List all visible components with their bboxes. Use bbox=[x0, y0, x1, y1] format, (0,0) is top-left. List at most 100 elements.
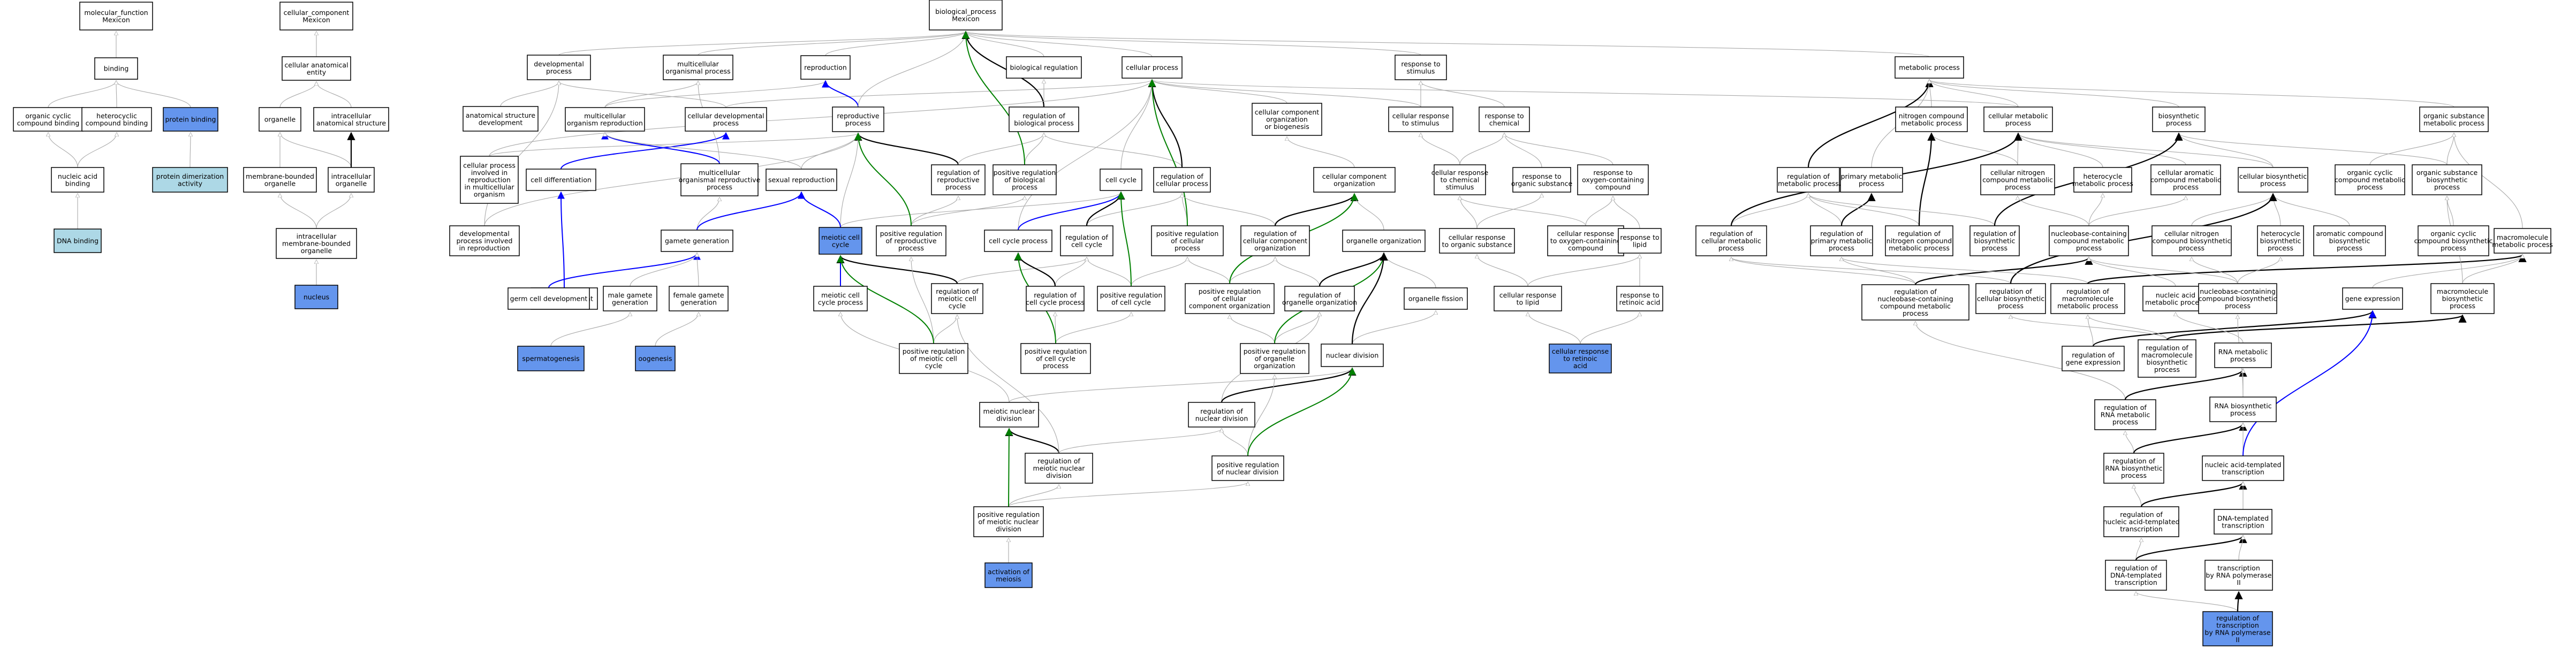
term-node-ndiv[interactable]: nuclear division bbox=[1321, 344, 1384, 367]
term-node-metp[interactable]: metabolic process bbox=[1895, 56, 1964, 79]
term-node-breg[interactable]: biological regulation bbox=[1006, 56, 1082, 79]
term-node-orgf[interactable]: organelle fission bbox=[1404, 287, 1468, 310]
term-node-rnccmp[interactable]: regulation ofnucleobase-containingcompou… bbox=[1861, 284, 1969, 321]
term-node-rmbp[interactable]: regulation ofmacromoleculebiosyntheticpr… bbox=[2138, 339, 2196, 378]
term-node-oog[interactable]: oogenesis bbox=[635, 346, 676, 371]
term-node-ccyc[interactable]: cell cycle bbox=[1100, 169, 1142, 191]
term-node-gcd[interactable]: germ cell development bbox=[507, 287, 590, 310]
term-node-cp[interactable]: cellular process bbox=[1122, 56, 1183, 79]
term-node-org[interactable]: organelle bbox=[259, 107, 301, 132]
term-node-repro[interactable]: reproduction bbox=[800, 55, 851, 80]
term-node-nucleus[interactable]: nucleus bbox=[294, 285, 338, 309]
term-node-dnab[interactable]: DNA binding bbox=[54, 228, 102, 253]
term-node-cdiff[interactable]: cell differentiation bbox=[526, 169, 596, 191]
term-node-gg[interactable]: gamete generation bbox=[661, 230, 733, 252]
term-node-srep[interactable]: sexual reproduction bbox=[766, 169, 837, 191]
term-node-gexp[interactable]: gene expression bbox=[2342, 287, 2403, 310]
term-node-ccp[interactable]: cell cycle process bbox=[984, 230, 1052, 252]
